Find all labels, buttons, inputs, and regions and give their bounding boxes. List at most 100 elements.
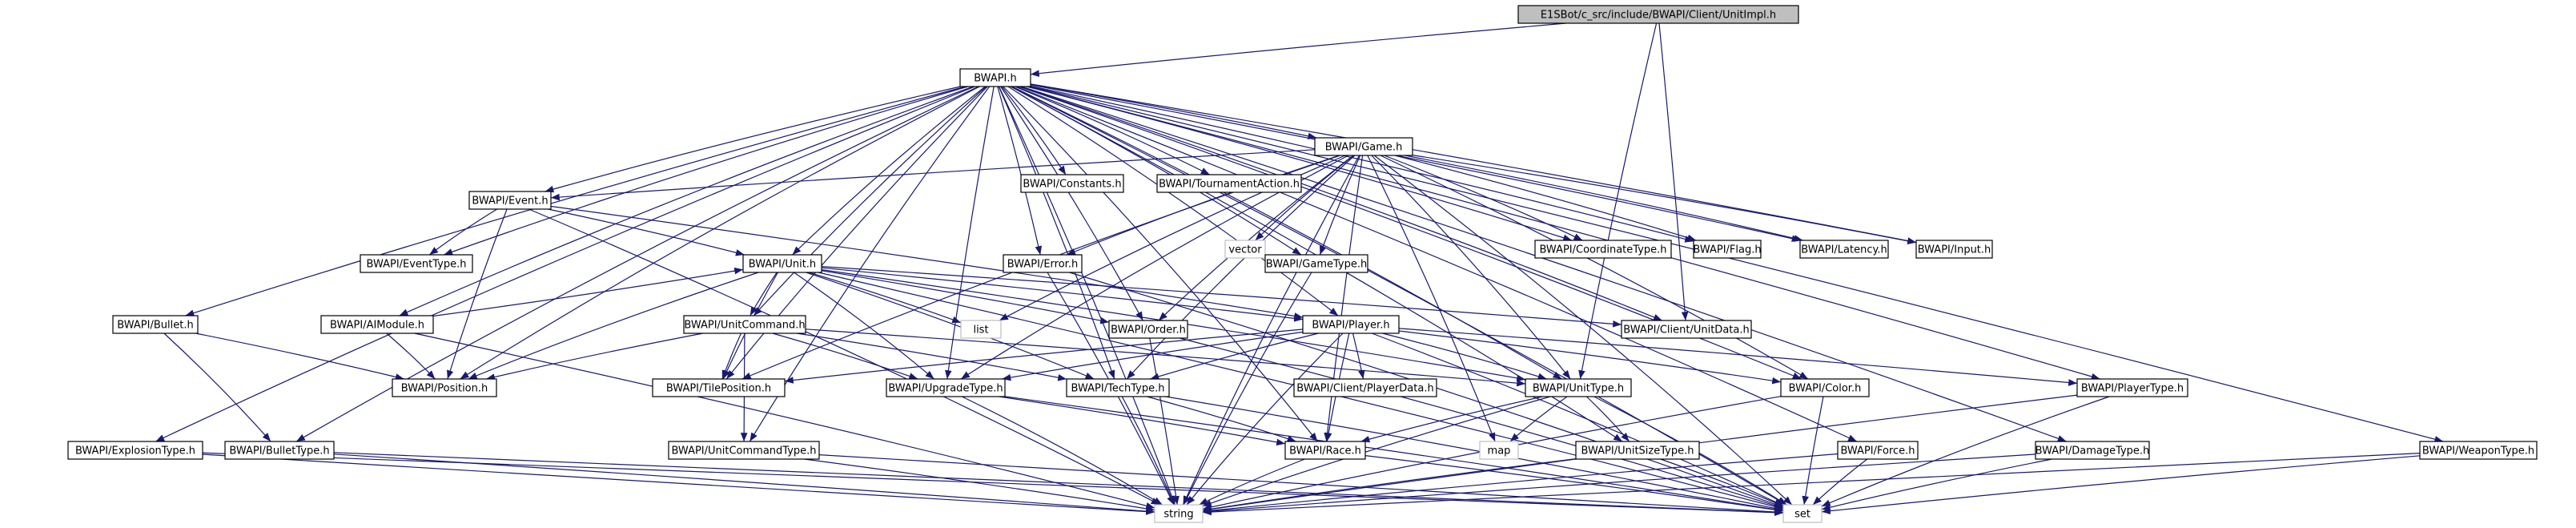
node-techtype[interactable]: BWAPI/TechType.h <box>1066 378 1170 397</box>
node-label-tournament: BWAPI/TournamentAction.h <box>1159 179 1300 191</box>
node-box-order <box>1108 320 1188 339</box>
node-label-bwapi: BWAPI.h <box>974 73 1017 85</box>
node-event[interactable]: BWAPI/Event.h <box>468 191 552 210</box>
edge-bullet-to-position <box>195 333 404 381</box>
edge-game-to-techtype <box>1126 155 1356 380</box>
edge-game-to-event <box>550 149 1316 201</box>
node-input[interactable]: BWAPI/Input.h <box>1915 240 1993 259</box>
node-box-tournament <box>1156 174 1302 193</box>
edge-unittype-to-unitsizetype <box>1585 396 1630 442</box>
edge-bwapi-to-damagetype <box>1021 86 2067 442</box>
node-label-flag: BWAPI/Flag.h <box>1693 244 1761 256</box>
edge-unit-to-unittype <box>821 269 1526 382</box>
node-label-upgradetype: BWAPI/UpgradeType.h <box>888 383 1003 395</box>
node-position[interactable]: BWAPI/Position.h <box>392 378 497 397</box>
edge-playertype-to-set <box>1821 396 2110 507</box>
node-latency[interactable]: BWAPI/Latency.h <box>1799 240 1889 259</box>
edge-bwapi-to-clientunitdata <box>1019 86 1663 321</box>
node-box-root <box>1517 5 1799 24</box>
edge-unit-to-techtype <box>806 272 1095 380</box>
node-eventtype[interactable]: BWAPI/EventType.h <box>360 254 473 273</box>
node-root[interactable]: E1SBot/c_src/include/BWAPI/Client/UnitIm… <box>1517 5 1799 24</box>
node-unitsizetype[interactable]: BWAPI/UnitSizeType.h <box>1575 441 1700 460</box>
node-label-tileposition: BWAPI/TilePosition.h <box>666 383 771 395</box>
node-bwapi[interactable]: BWAPI.h <box>959 68 1031 87</box>
edge-unitcommand-to-position <box>486 333 703 381</box>
node-unit[interactable]: BWAPI/Unit.h <box>742 254 822 273</box>
node-box-list <box>960 320 1002 339</box>
node-box-gametype <box>1264 254 1368 273</box>
node-box-unitcommand <box>683 315 806 334</box>
edge-bwapi-to-bullet <box>185 86 966 316</box>
node-weapontype[interactable]: BWAPI/WeaponType.h <box>2419 441 2538 460</box>
node-label-event: BWAPI/Event.h <box>472 195 548 208</box>
edge-bwapi-to-order <box>1000 86 1143 321</box>
node-damagetype[interactable]: BWAPI/DamageType.h <box>2035 441 2150 460</box>
edge-bwapi-to-techtype <box>998 86 1115 380</box>
node-color[interactable]: BWAPI/Color.h <box>1780 378 1870 397</box>
node-player[interactable]: BWAPI/Player.h <box>1302 315 1400 334</box>
edge-event-to-player <box>550 205 1304 320</box>
edge-game-to-order <box>1158 155 1354 321</box>
node-tileposition[interactable]: BWAPI/TilePosition.h <box>652 378 786 397</box>
edge-player-to-unittype <box>1382 333 1547 380</box>
edge-game-to-race <box>1324 155 1364 442</box>
edge-root-to-clientunitdata <box>1658 22 1689 321</box>
node-force[interactable]: BWAPI/Force.h <box>1837 441 1919 460</box>
node-constants[interactable]: BWAPI/Constants.h <box>1020 174 1124 193</box>
node-gametype[interactable]: BWAPI/GameType.h <box>1264 254 1368 273</box>
node-upgradetype[interactable]: BWAPI/UpgradeType.h <box>886 378 1006 397</box>
edge-event-to-eventtype <box>428 208 498 256</box>
node-bullet[interactable]: BWAPI/Bullet.h <box>112 315 199 334</box>
node-box-techtype <box>1066 378 1170 397</box>
edge-bwapi-to-unittype <box>1011 86 1562 380</box>
node-explosiontype[interactable]: BWAPI/ExplosionType.h <box>67 441 203 460</box>
node-box-string <box>1154 504 1204 523</box>
edge-bwapi-to-race <box>1003 86 1318 442</box>
edge-bwapi-to-weapontype <box>1030 86 2444 443</box>
edge-event-to-unit <box>548 208 745 256</box>
edge-aimodule-to-position <box>386 333 436 380</box>
node-flag[interactable]: BWAPI/Flag.h <box>1693 240 1762 259</box>
edge-game-to-gametype <box>1319 155 1361 256</box>
node-unittype[interactable]: BWAPI/UnitType.h <box>1525 378 1632 397</box>
node-box-flag <box>1693 240 1762 259</box>
node-coordtype[interactable]: BWAPI/CoordinateType.h <box>1534 240 1672 259</box>
edge-error-to-set <box>1069 272 1784 508</box>
node-box-unittype <box>1525 378 1632 397</box>
nodes-layer: E1SBot/c_src/include/BWAPI/Client/UnitIm… <box>67 5 2538 523</box>
node-aimodule[interactable]: BWAPI/AIModule.h <box>320 315 434 334</box>
node-label-string: string <box>1163 509 1193 521</box>
node-playerdata[interactable]: BWAPI/Client/PlayerData.h <box>1293 378 1437 397</box>
node-box-event <box>468 191 552 210</box>
node-game[interactable]: BWAPI/Game.h <box>1314 137 1413 156</box>
edge-force-to-string <box>1202 453 1839 514</box>
node-label-weapontype: BWAPI/WeaponType.h <box>2422 445 2534 457</box>
node-box-bullet <box>112 315 199 334</box>
edge-bullet-to-bullettype <box>163 333 271 442</box>
edge-game-to-map <box>1367 155 1496 442</box>
node-bullettype[interactable]: BWAPI/BulletType.h <box>224 441 335 460</box>
node-error[interactable]: BWAPI/Error.h <box>1003 254 1083 273</box>
node-box-explosiontype <box>67 441 203 460</box>
edge-player-to-tileposition <box>784 328 1304 384</box>
node-box-position <box>392 378 497 397</box>
edge-player-to-string <box>1186 333 1344 506</box>
node-order[interactable]: BWAPI/Order.h <box>1108 320 1188 339</box>
node-tournament[interactable]: BWAPI/TournamentAction.h <box>1156 174 1302 193</box>
edge-damagetype-to-string <box>1202 453 2036 515</box>
node-string: string <box>1154 504 1204 523</box>
edge-player-to-techtype <box>1150 333 1319 381</box>
node-label-bullet: BWAPI/Bullet.h <box>117 320 193 332</box>
node-playertype[interactable]: BWAPI/PlayerType.h <box>2076 378 2188 397</box>
node-label-bullettype: BWAPI/BulletType.h <box>229 445 329 457</box>
node-unitcommandtype[interactable]: BWAPI/UnitCommandType.h <box>668 441 820 460</box>
node-clientunitdata[interactable]: BWAPI/Client/UnitData.h <box>1621 320 1752 339</box>
edge-techtype-to-string <box>1121 396 1175 506</box>
edge-aimodule-to-unit <box>432 267 744 317</box>
node-race[interactable]: BWAPI/Race.h <box>1284 441 1366 460</box>
edge-game-to-string <box>1182 155 1360 506</box>
edge-bwapi-to-unit <box>792 86 986 256</box>
node-unitcommand[interactable]: BWAPI/UnitCommand.h <box>683 315 806 334</box>
edge-bwapi-to-flag <box>1030 85 1694 243</box>
